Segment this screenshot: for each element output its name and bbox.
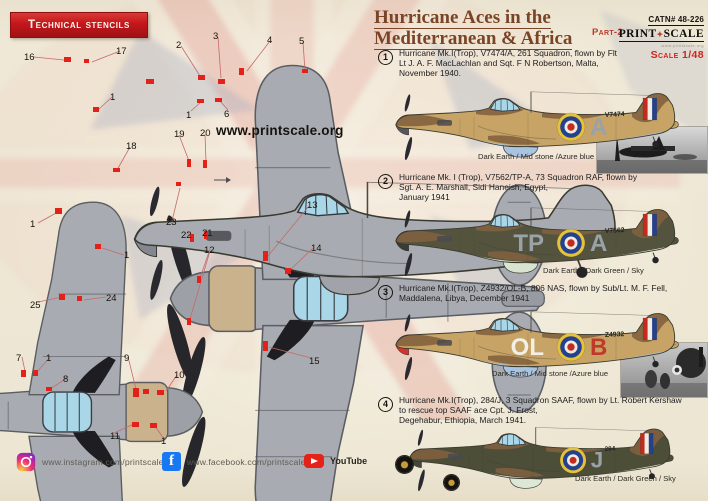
banner-label: Technical stencils bbox=[28, 19, 130, 31]
desc-line: November 1940. bbox=[399, 68, 461, 79]
desc-line: Sgt. A. E. Marshall, Sidi Haneish, Egypt… bbox=[399, 182, 548, 193]
squadron-badge-1 bbox=[396, 456, 413, 473]
footer-youtube: YouTube bbox=[304, 454, 367, 468]
item-4-number: 4 bbox=[378, 397, 393, 412]
serial-number: 284 bbox=[605, 445, 616, 453]
item-3-number: 3 bbox=[378, 285, 393, 300]
catalog-number: CATN# 48-226 bbox=[648, 15, 704, 26]
profile-1-illustration: A V7474 bbox=[392, 86, 692, 161]
fin-flash bbox=[642, 317, 658, 341]
brand-subtext: www.printscale.org bbox=[661, 43, 704, 48]
roundel bbox=[559, 446, 587, 474]
serial-number: V7562 bbox=[605, 227, 625, 235]
item-3-description: Hurricane Mk.I(Trop), Z4932/OL-B, 806 NA… bbox=[399, 283, 708, 303]
brand-part-2: SCALE bbox=[663, 28, 704, 40]
title-line-2: Mediterranean & Africa bbox=[374, 28, 573, 50]
squadron-badge-2 bbox=[444, 475, 459, 490]
desc-line: Hurricane Mk. I (Trop), V7562/TP-A, 73 S… bbox=[399, 172, 638, 182]
serial-number: Z4932 bbox=[605, 331, 625, 339]
scheme-caption-2: Dark Earth / Dark Green / Sky bbox=[543, 266, 644, 275]
profile-2-illustration: TP A V7562 bbox=[392, 202, 692, 277]
catalog-block: CATN# 48-226 PRINT✦SCALE www.printscale.… bbox=[618, 9, 704, 61]
item-2-description: Hurricane Mk. I (Trop), V7562/TP-A, 73 S… bbox=[399, 172, 708, 203]
fin-flash bbox=[640, 432, 654, 454]
instagram-url: www.instagram.com/printscale/ bbox=[42, 457, 167, 467]
roundel bbox=[556, 228, 586, 258]
fin-flash bbox=[642, 97, 658, 121]
code-right: J bbox=[591, 448, 603, 473]
profile-3-illustration: OL B Z4932 bbox=[392, 306, 692, 381]
item-4-description: Hurricane Mk.I(Trop), 284/J, 3 Squadron … bbox=[399, 395, 708, 426]
profile-4-illustration: J 284 bbox=[406, 422, 686, 492]
code-left: TP bbox=[513, 230, 544, 257]
roundel bbox=[556, 332, 586, 362]
item-2-number: 2 bbox=[378, 174, 393, 189]
youtube-icon bbox=[304, 454, 324, 468]
footer-instagram: www.instagram.com/printscale/ bbox=[16, 452, 166, 472]
brand-star-icon: ✦ bbox=[656, 30, 664, 39]
part-label: Part-2 bbox=[592, 27, 623, 38]
stencil-top-view-left bbox=[161, 64, 547, 501]
code-right: B bbox=[590, 334, 607, 361]
printscale-watermark: www.printscale.org bbox=[216, 123, 344, 138]
desc-line: Maddalena, Libya, December 1941 bbox=[399, 293, 530, 304]
technical-stencils-banner: Technical stencils bbox=[10, 12, 148, 38]
item-1-number: 1 bbox=[378, 50, 393, 65]
code-right: A bbox=[590, 230, 607, 257]
roundel bbox=[556, 112, 586, 142]
desc-line: to rescue top SAAF ace Cpt. J. Frost, bbox=[399, 405, 538, 416]
youtube-label: YouTube bbox=[330, 456, 368, 466]
item-1-description: Hurricane Mk.I(Trop), V7474/A, 261 Squad… bbox=[399, 48, 708, 79]
scheme-caption-1: Dark Earth / Mid stone /Azure blue bbox=[478, 152, 595, 161]
desc-line: Hurricane Mk.I(Trop), 284/J, 3 Squadron … bbox=[399, 395, 682, 405]
code-right: A bbox=[590, 114, 607, 141]
instagram-icon bbox=[16, 452, 36, 472]
facebook-url: www.facebook.com/printscale/ bbox=[187, 456, 309, 467]
scheme-caption-3: Dark Earth / Mid stone /Azure blue bbox=[492, 369, 609, 378]
serial-number: V7474 bbox=[605, 111, 625, 119]
page-title: Hurricane Aces in the Mediterranean & Af… bbox=[374, 7, 573, 50]
brand-part-1: PRINT bbox=[618, 28, 657, 40]
fin-flash bbox=[642, 213, 658, 237]
title-line-1: Hurricane Aces in the bbox=[374, 7, 551, 29]
desc-line: Hurricane Mk.I(Trop), V7474/A, 261 Squad… bbox=[399, 48, 618, 58]
stencil-marks bbox=[21, 57, 308, 428]
facebook-icon: f bbox=[162, 452, 181, 471]
footer-facebook: f www.facebook.com/printscale/ bbox=[162, 452, 308, 471]
code-left: OL bbox=[511, 334, 544, 361]
desc-line: Lt J. A. F. MacLachlan and Sqt. F N Robe… bbox=[399, 58, 599, 69]
desc-line: Degehabur, Ethiopia, March 1941. bbox=[399, 415, 527, 426]
desc-line: Hurricane Mk.I(Trop), Z4932/OL-B, 806 NA… bbox=[399, 283, 668, 293]
desc-line: January 1941 bbox=[399, 192, 450, 203]
callout-leader-lines bbox=[21, 36, 314, 440]
scale-label: Scale 1/48 bbox=[650, 49, 704, 61]
brand-logo: PRINT✦SCALE bbox=[618, 28, 704, 42]
scheme-caption-4: Dark Earth / Dark Green / Sky bbox=[575, 474, 676, 483]
